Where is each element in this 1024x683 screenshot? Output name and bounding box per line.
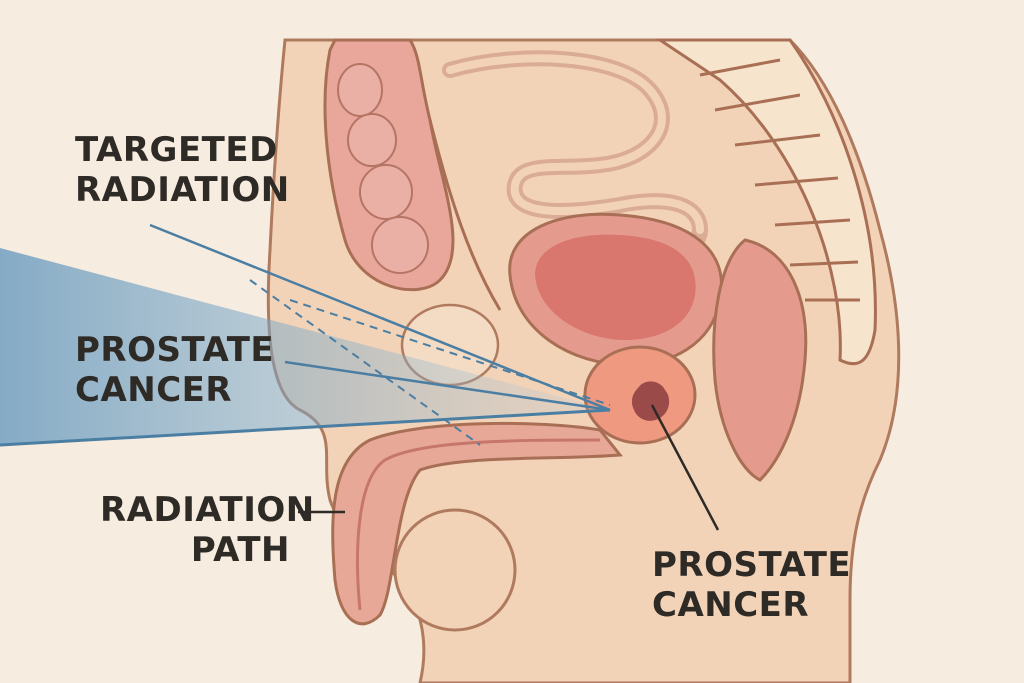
- colon: [323, 38, 502, 311]
- label-targeted-radiation: TARGETED RADIATION: [75, 130, 290, 210]
- bladder: [508, 212, 723, 440]
- radiation-path-line1: RADIATION: [100, 490, 315, 530]
- targeted-radiation-line1: TARGETED: [75, 130, 278, 170]
- prostate-cancer-bottom-line2: CANCER: [652, 585, 810, 625]
- prostate: [583, 345, 697, 445]
- rectum: [712, 238, 808, 482]
- label-prostate-cancer-left: PROSTATE CANCER: [75, 330, 274, 410]
- testis: [393, 508, 517, 632]
- prostate-cancer-left-line2: CANCER: [75, 370, 233, 410]
- targeted-radiation-line2: RADIATION: [75, 170, 290, 210]
- radiation-beam: [0, 223, 611, 447]
- prostate-cancer-leader: [650, 404, 720, 531]
- spine: [655, 38, 877, 366]
- prostate-cancer-left-line1: PROSTATE: [75, 330, 275, 370]
- penis: [331, 421, 623, 626]
- label-radiation-path: RADIATION PATH: [100, 490, 315, 570]
- prostate-tumor: [631, 381, 670, 421]
- radiation-path-line2: PATH: [190, 530, 290, 570]
- label-prostate-cancer-bottom: PROSTATE CANCER: [652, 545, 851, 625]
- prostate-cancer-bottom-line1: PROSTATE: [652, 545, 852, 585]
